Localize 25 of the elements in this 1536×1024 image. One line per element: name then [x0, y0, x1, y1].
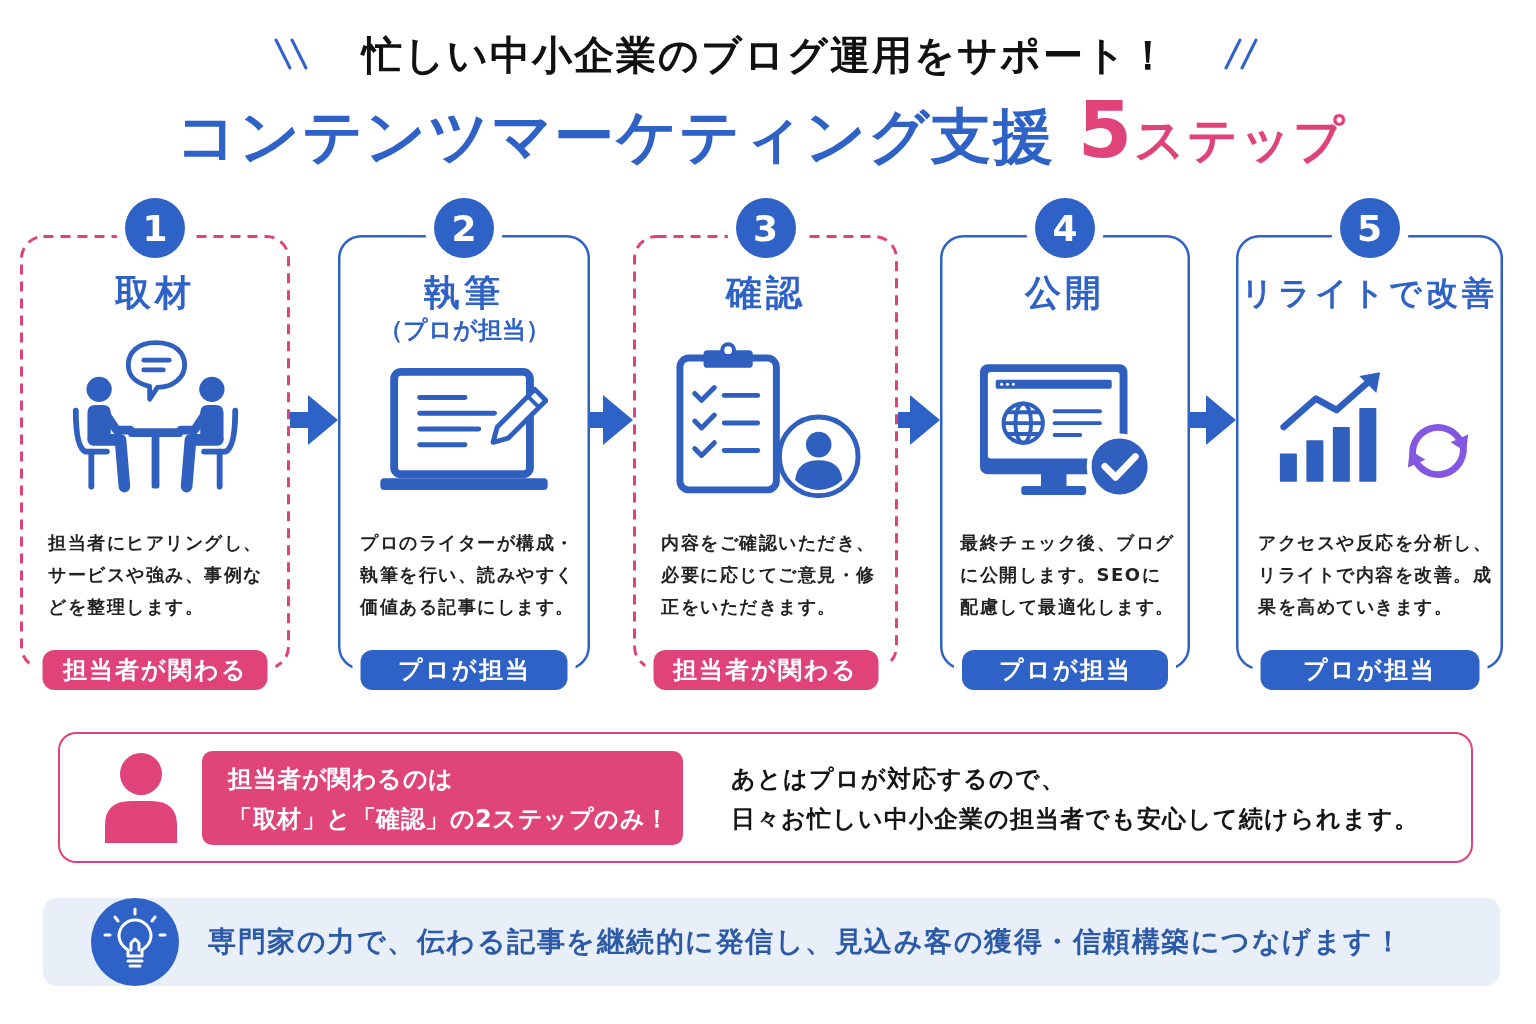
note-text: あとはプロが対応するので、: [731, 764, 1066, 795]
step-description: プロのライターが構成・執筆を行い、読みやすく価値ある記事にします。: [360, 531, 576, 619]
arrow: [1190, 395, 1236, 445]
step-heading: リライトで改善: [1241, 273, 1498, 314]
step-heading: 公開: [1025, 271, 1105, 315]
step-subheading: （プロが担当）: [378, 315, 550, 345]
step-description: 内容をご確認いただき、必要に応じてご意見・修正をいただきます。: [661, 531, 877, 619]
arrow: [898, 395, 940, 445]
step-heading: 執筆: [424, 271, 504, 315]
arrow: [590, 395, 633, 445]
step-heading: 確認: [725, 271, 806, 315]
step-description: 担当者にヒアリングし、サービスや強み、事例などを整理します。: [48, 531, 264, 619]
highlight-panel: [202, 751, 683, 845]
step-heading: 取材: [115, 271, 195, 315]
note-panel: [58, 732, 1473, 863]
summary-banner: [43, 898, 1500, 986]
summary-text: 専門家の力で、伝わる記事を継続的に発信し、見込み客の獲得・信頼構築につなげます！: [208, 924, 1403, 960]
note-text: 日々お忙しい中小企業の担当者でも安心して続けられます。: [731, 804, 1419, 835]
step-description: アクセスや反応を分析し、リライトで内容を改善。成果を高めていきます。: [1258, 531, 1493, 619]
arrow: [290, 395, 338, 445]
title: コンテンツマーケティング支援 5ステップ: [175, 92, 1347, 177]
highlight-text: 「取材」と「確認」の2ステップのみ！: [228, 804, 670, 835]
highlight-text: 担当者が関わるのは: [228, 764, 454, 795]
subtitle: 忙しい中小企業のブログ運用をサポート！: [362, 31, 1170, 80]
step-description: 最終チェック後、ブログに公開します。SEOに配慮して最適化します。: [960, 531, 1176, 619]
